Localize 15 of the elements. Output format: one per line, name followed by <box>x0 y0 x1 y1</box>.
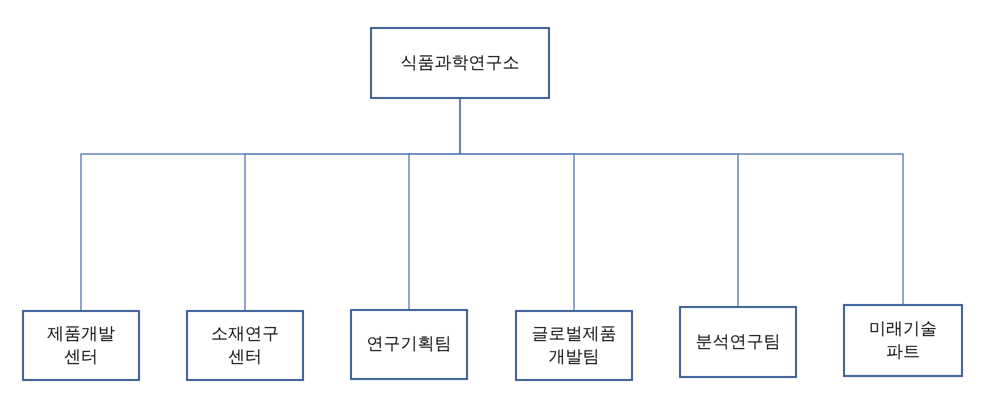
department-name: 글로벌제품 개발팀 <box>530 322 618 368</box>
department-name: 소재연구 센터 <box>210 322 280 368</box>
connector-line <box>459 99 904 304</box>
department-name: 연구기획팀 <box>366 333 452 356</box>
department-box <box>22 310 140 381</box>
department-box <box>350 309 468 380</box>
department-box <box>679 306 797 378</box>
department-name: 분석연구팀 <box>696 330 780 354</box>
department-box <box>515 310 633 381</box>
department-name: 식품과학연구소 <box>400 52 520 74</box>
department-box <box>843 304 963 377</box>
department-name: 미래기술 파트 <box>868 318 938 364</box>
department-box <box>186 310 304 381</box>
department-name: 제품개발 센터 <box>46 322 116 368</box>
org-root-box <box>370 27 550 99</box>
